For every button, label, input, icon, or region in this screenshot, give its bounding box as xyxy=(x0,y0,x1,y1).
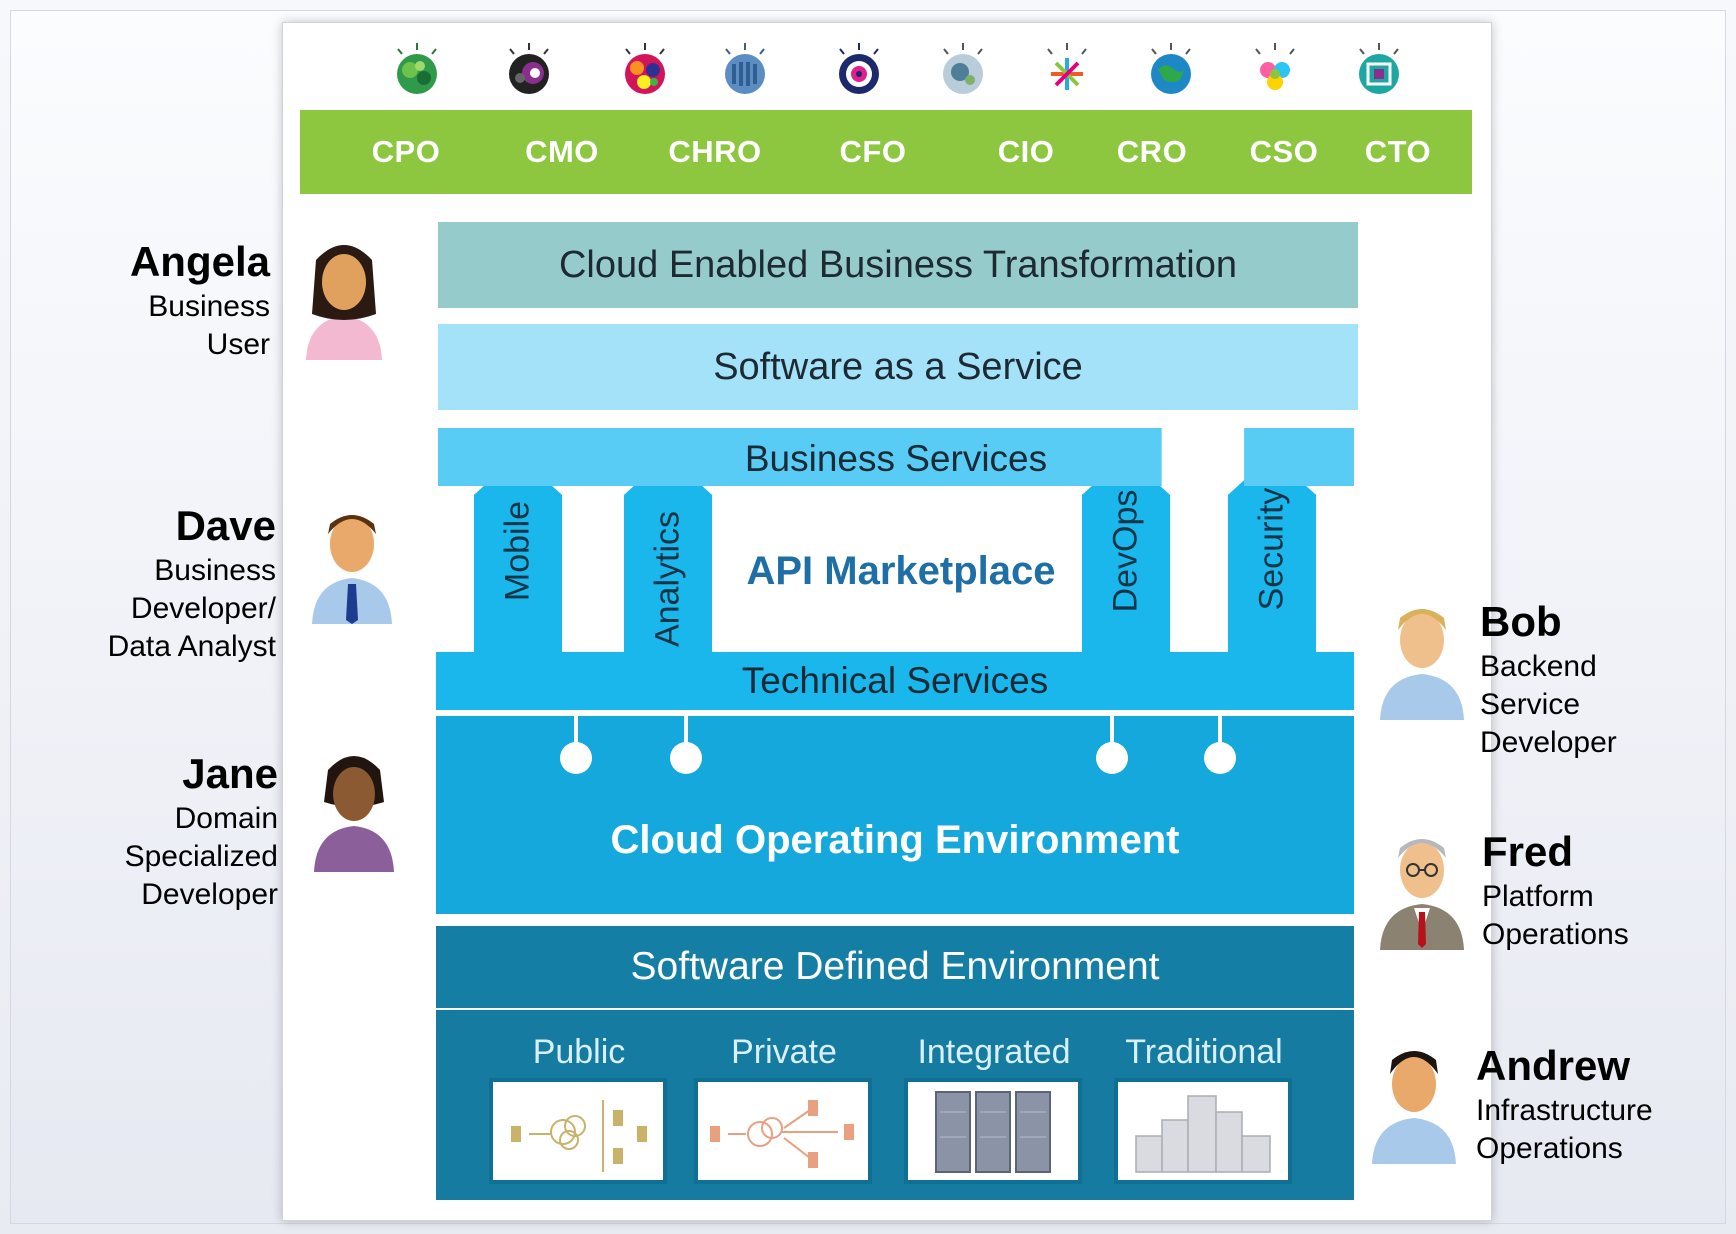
infra-private-label: Private xyxy=(731,1033,837,1071)
exec-label-cpo: CPO xyxy=(371,134,441,169)
technical-services-label: Technical Services xyxy=(741,660,1049,701)
persona-angela-role: Business User xyxy=(80,288,270,364)
cmo-icon xyxy=(509,43,549,94)
role-line: Business xyxy=(154,554,276,587)
persona-bob-name: Bob xyxy=(1480,598,1562,645)
persona-andrew-role: Infrastructure Operations xyxy=(1476,1092,1726,1168)
integrated-systems-box xyxy=(904,1078,1082,1184)
role-line: Business xyxy=(148,290,270,323)
role-line: Developer xyxy=(1480,726,1617,759)
bob-avatar-icon xyxy=(1380,609,1464,720)
cloud-operating-environment-label: Cloud Operating Environment xyxy=(610,817,1180,862)
software-defined-environment-layer: Software Defined Environment xyxy=(436,926,1354,1008)
cio-icon xyxy=(943,43,983,94)
persona-andrew-name: Andrew xyxy=(1476,1042,1631,1089)
cloud-enabled-business-transformation-layer: Cloud Enabled Business Transformation xyxy=(438,222,1358,308)
api-marketplace-label: API Marketplace xyxy=(746,548,1056,593)
role-line: Operations xyxy=(1476,1132,1623,1165)
role-line: Data Analyst xyxy=(107,630,276,663)
cto-icon xyxy=(1359,43,1399,94)
cpo-icon xyxy=(397,43,437,94)
persona-jane-role: Domain Specialized Developer xyxy=(70,800,278,914)
persona-dave-name: Dave xyxy=(175,502,276,549)
pillars-graphic xyxy=(470,449,1320,657)
exec-label-cfo: CFO xyxy=(839,134,907,169)
software-as-a-service-layer: Software as a Service xyxy=(438,324,1358,410)
connector-icon xyxy=(670,716,702,774)
role-line: Infrastructure xyxy=(1476,1094,1653,1127)
technical-services-layer: Technical Services xyxy=(436,652,1354,710)
traditional-datacenter-box xyxy=(1114,1078,1292,1184)
software-defined-environment-label: Software Defined Environment xyxy=(630,945,1160,988)
executive-bar xyxy=(300,110,1472,194)
persona-bob-role: Backend Service Developer xyxy=(1480,648,1710,762)
analytics-pillar-label: Analytics xyxy=(648,510,687,648)
angela-avatar-icon xyxy=(306,245,382,360)
role-line: Developer xyxy=(141,878,278,911)
persona-dave-role: Business Developer/ Data Analyst xyxy=(76,552,276,666)
infra-traditional-label: Traditional xyxy=(1125,1033,1283,1071)
exec-label-cro: CRO xyxy=(1116,134,1188,169)
fred-avatar-icon xyxy=(1380,839,1464,950)
exec-label-cmo: CMO xyxy=(525,134,599,169)
andrew-avatar-icon xyxy=(1372,1051,1456,1164)
role-line: Service xyxy=(1480,688,1581,721)
persona-fred-role: Platform Operations xyxy=(1482,878,1712,954)
exec-label-cio: CIO xyxy=(997,134,1055,169)
cso-globe-icon xyxy=(1151,43,1191,94)
business-services-label: Business Services xyxy=(744,438,1048,479)
role-line: Developer/ xyxy=(130,592,276,625)
infra-integrated-label: Integrated xyxy=(917,1033,1071,1071)
persona-fred-name: Fred xyxy=(1482,828,1574,875)
mobile-pillar-label: Mobile xyxy=(498,500,537,602)
cro-icon xyxy=(1047,43,1087,90)
server-racks-icon xyxy=(935,1091,1051,1173)
exec-label-chro: CHRO xyxy=(668,134,762,169)
dave-avatar-icon xyxy=(312,515,392,624)
cfo-icon xyxy=(725,43,765,94)
role-line: Specialized xyxy=(124,840,278,873)
role-line: User xyxy=(206,328,270,361)
security-pillar-label: Security xyxy=(1252,487,1291,611)
public-cloud-box xyxy=(489,1078,667,1184)
private-cloud-icon xyxy=(710,1100,854,1168)
software-as-a-service-label: Software as a Service xyxy=(713,345,1083,388)
buildings-icon xyxy=(1135,1095,1271,1173)
exec-label-cto: CTO xyxy=(1364,134,1432,169)
jane-avatar-icon xyxy=(314,756,394,872)
role-line: Backend xyxy=(1480,650,1597,683)
connector-icon xyxy=(1204,716,1236,774)
role-line: Operations xyxy=(1482,918,1629,951)
cfo-seal-icon xyxy=(839,43,879,94)
exec-label-cso: CSO xyxy=(1249,134,1319,169)
connector-icon xyxy=(560,716,592,774)
cso-icon xyxy=(1255,43,1295,90)
infra-public-label: Public xyxy=(532,1033,626,1071)
public-cloud-icon xyxy=(511,1100,647,1172)
private-cloud-box xyxy=(694,1078,872,1184)
connector-icon xyxy=(1096,716,1128,774)
role-line: Platform xyxy=(1482,880,1594,913)
chro-icon xyxy=(625,43,665,94)
persona-angela-name: Angela xyxy=(129,238,270,285)
devops-pillar-label: DevOps xyxy=(1106,489,1145,613)
persona-jane-name: Jane xyxy=(182,750,278,797)
cloud-enabled-business-transformation-label: Cloud Enabled Business Transformation xyxy=(558,243,1238,286)
role-line: Domain xyxy=(174,802,278,835)
